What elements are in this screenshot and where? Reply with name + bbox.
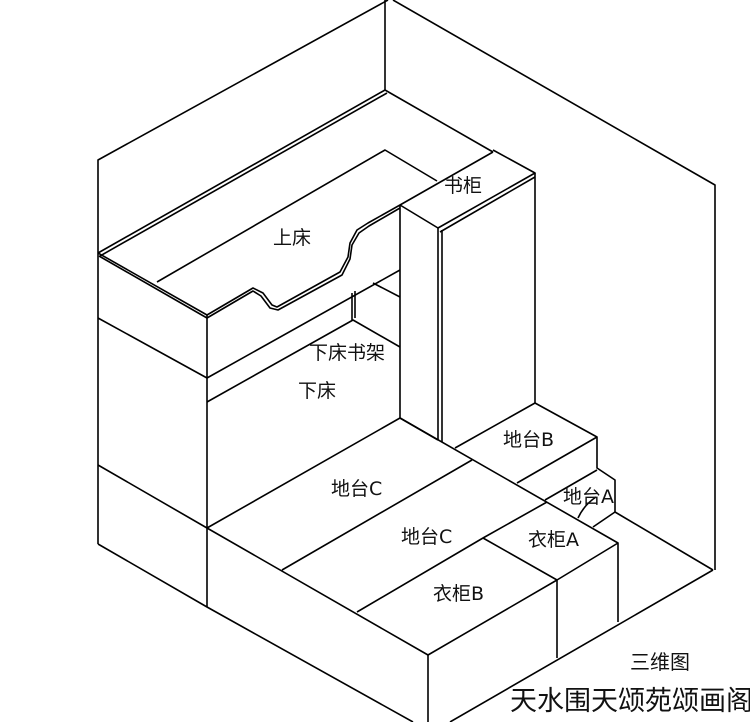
lower-bed-shelf: [206, 282, 401, 403]
room-walls: [97, 0, 716, 570]
wardrobes: [97, 537, 714, 722]
label-wardrobe-a: 衣柜A: [528, 529, 579, 551]
label-wardrobe-b: 衣柜B: [433, 583, 485, 605]
label-platform-c-1: 地台C: [331, 478, 383, 500]
platforms: [97, 402, 714, 656]
label-lower-bed: 下床: [298, 380, 337, 402]
label-platform-c-2: 地台C: [401, 526, 453, 548]
label-platform-a: 地台A: [563, 486, 614, 508]
label-bookcase: 书柜: [444, 175, 483, 197]
upper-bed: [97, 89, 494, 607]
label-upper-bed: 上床: [273, 227, 312, 249]
label-platform-b: 地台B: [503, 429, 555, 451]
label-lower-bed-shelf: 下床书架: [309, 342, 386, 364]
project-title: 天水围天颂苑颂画阁: [510, 686, 750, 717]
view-label: 三维图: [630, 650, 690, 674]
